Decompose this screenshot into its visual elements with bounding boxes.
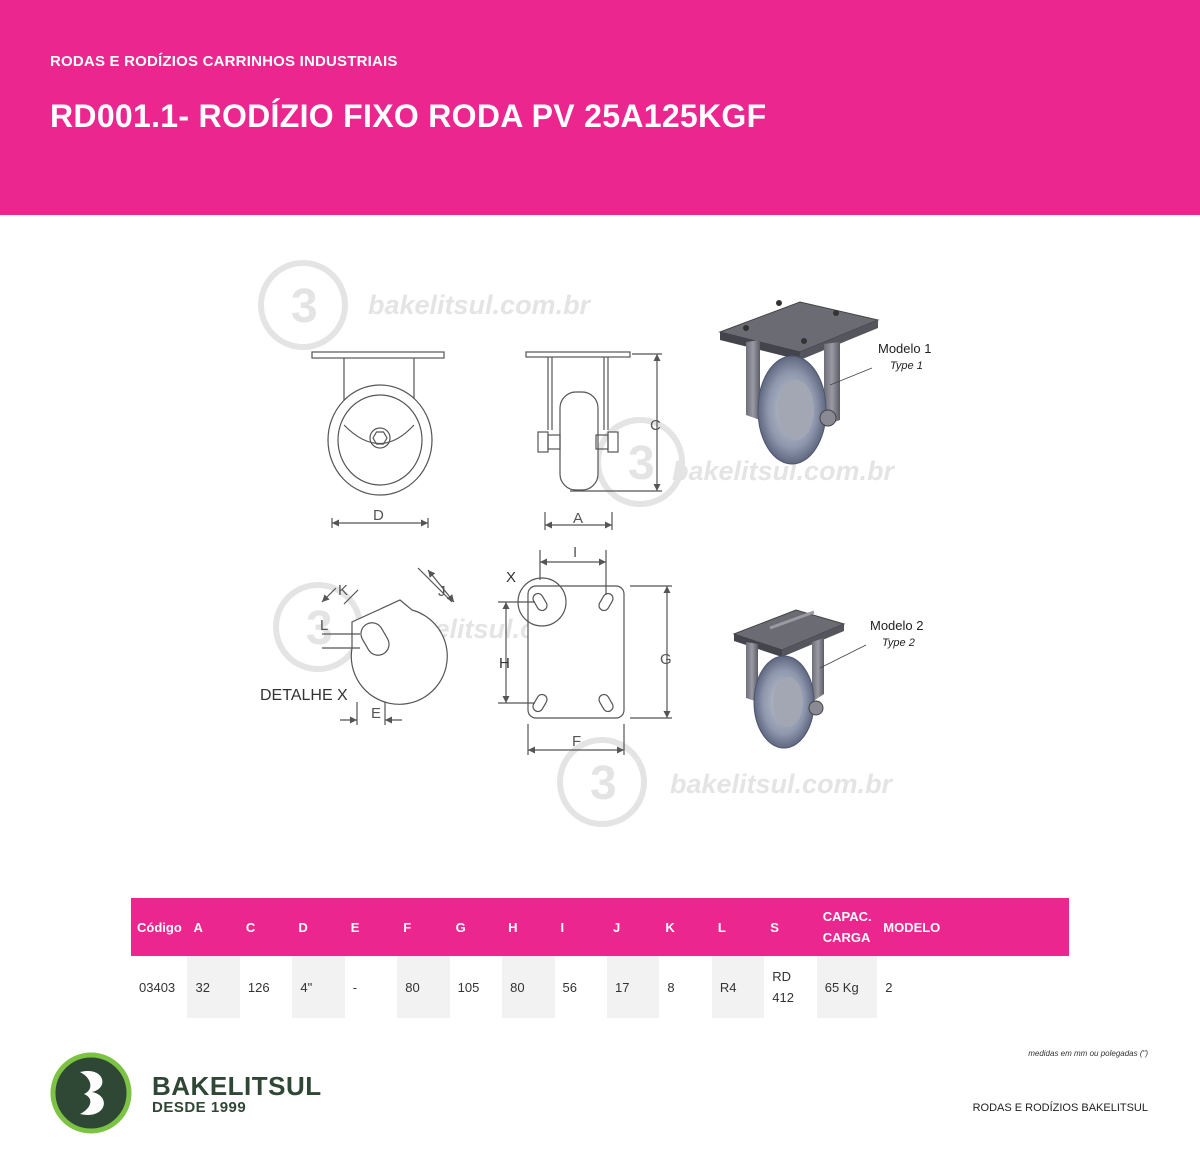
table-cell: 8 bbox=[667, 979, 675, 995]
table-cell: 80 bbox=[502, 956, 555, 1018]
front-view bbox=[311, 351, 445, 528]
brand-since: DESDE 1999 bbox=[152, 1099, 247, 1116]
plate-top-view bbox=[498, 550, 672, 755]
table-row: 03403 32 126 4" - 80 105 80 56 17 8 R4 R… bbox=[131, 956, 1069, 1018]
spec-table: Código A C D E F G H I J K L S CAPAC. CA… bbox=[131, 898, 1069, 1018]
table-cell: 17 bbox=[606, 956, 660, 1018]
spec-table-header: Código A C D E F G H I J K L S CAPAC. CA… bbox=[131, 898, 1069, 956]
table-cell: 4" bbox=[292, 956, 345, 1018]
table-cell: RD 412 bbox=[772, 969, 794, 1005]
col-header: CAPAC. CARGA bbox=[816, 898, 878, 956]
dim-label-f: F bbox=[572, 733, 581, 750]
dim-label-a: A bbox=[573, 510, 583, 527]
units-note: medidas em mm ou polegadas (") bbox=[1028, 1049, 1148, 1058]
dim-label-g: G bbox=[660, 651, 672, 668]
table-cell: 65 Kg bbox=[816, 956, 878, 1018]
col-header: J bbox=[606, 898, 660, 956]
technical-drawing: 3 bakelitsul.com.br 3 bakelitsul.com.br … bbox=[240, 250, 960, 850]
footer-text: RODAS E RODÍZIOS BAKELITSUL bbox=[972, 1102, 1148, 1114]
table-cell: 80 bbox=[397, 956, 450, 1018]
bakelitsul-logo-icon bbox=[50, 1052, 132, 1134]
col-header: K bbox=[659, 898, 712, 956]
watermark-1: 3 bakelitsul.com.br bbox=[258, 260, 592, 350]
brand-name: BAKELITSUL bbox=[152, 1071, 322, 1101]
table-cell: 32 bbox=[187, 956, 240, 1018]
dim-label-h: H bbox=[499, 655, 510, 672]
model1-render bbox=[718, 300, 880, 465]
dim-label-d: D bbox=[373, 507, 384, 524]
col-header: S bbox=[764, 898, 817, 956]
watermark-4: 3 bakelitsul.com.br bbox=[557, 737, 894, 827]
dim-label-e: E bbox=[371, 705, 381, 722]
col-header: A bbox=[187, 898, 240, 956]
col-header: I bbox=[554, 898, 607, 956]
watermark-2: 3 bakelitsul.com.br bbox=[595, 417, 896, 507]
dim-label-k: K bbox=[338, 582, 348, 599]
table-cell: 105 bbox=[457, 979, 480, 995]
col-header: C bbox=[239, 898, 293, 956]
model1-type: Type 1 bbox=[890, 360, 923, 372]
table-cell: 2 bbox=[885, 979, 893, 995]
svg-text:3: 3 bbox=[306, 602, 333, 655]
col-header: G bbox=[449, 898, 503, 956]
detail-x-label: DETALHE X bbox=[260, 687, 348, 704]
watermark-text: bakelitsul.com.br bbox=[368, 290, 592, 320]
table-cell: 03403 bbox=[139, 979, 176, 995]
model2-render bbox=[732, 609, 867, 749]
col-header: D bbox=[292, 898, 345, 956]
model2-type: Type 2 bbox=[882, 637, 915, 649]
detail-x-view bbox=[321, 567, 455, 725]
table-cell: 126 bbox=[247, 979, 270, 995]
dim-label-j: J bbox=[438, 583, 446, 600]
table-cell: R4 bbox=[711, 956, 765, 1018]
watermark-text: bakelitsul.com.br bbox=[670, 769, 894, 799]
table-cell: - bbox=[352, 979, 358, 995]
dim-label-c: C bbox=[650, 417, 661, 434]
dim-label-x: X bbox=[506, 569, 516, 586]
col-header: F bbox=[397, 898, 450, 956]
header-banner: RODAS E RODÍZIOS CARRINHOS INDUSTRIAIS R… bbox=[0, 0, 1200, 215]
col-header: L bbox=[711, 898, 765, 956]
model2-name: Modelo 2 bbox=[870, 618, 923, 633]
svg-text:3: 3 bbox=[291, 280, 318, 333]
model1-name: Modelo 1 bbox=[878, 341, 931, 356]
table-cell: 56 bbox=[562, 979, 577, 995]
dim-label-i: I bbox=[573, 544, 577, 561]
category-label: RODAS E RODÍZIOS CARRINHOS INDUSTRIAIS bbox=[50, 53, 398, 70]
page-title: RD001.1- RODÍZIO FIXO RODA PV 25A125KGF bbox=[50, 98, 767, 134]
svg-text:3: 3 bbox=[590, 757, 617, 810]
col-header: MODELO bbox=[877, 898, 1069, 956]
col-header: E bbox=[344, 898, 398, 956]
side-view bbox=[525, 351, 662, 530]
dim-label-l: L bbox=[320, 617, 328, 634]
col-header: Código bbox=[131, 898, 188, 956]
svg-text:3: 3 bbox=[628, 437, 655, 490]
col-header: H bbox=[502, 898, 555, 956]
